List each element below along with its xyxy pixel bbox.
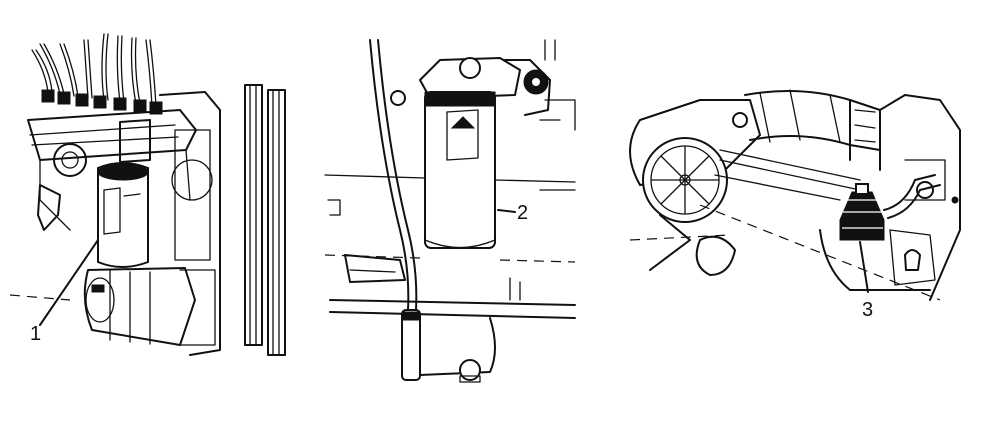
- panel-2-dipstick-tube: [369, 39, 421, 381]
- callout-3: 3: [862, 299, 873, 321]
- panel-1-injection-pump: [27, 109, 197, 231]
- panel-3-engine-block: [629, 94, 961, 301]
- panel-3-breather-view: 3: [629, 89, 961, 321]
- panel-3-turbocharger: [629, 99, 761, 223]
- panel-1-alternator: [83, 267, 196, 346]
- panel-1-engine-block: [159, 84, 286, 356]
- callout-1: 1: [30, 323, 41, 345]
- panel-1-injector-pipes: [31, 33, 163, 115]
- callout-2: 2: [517, 202, 528, 224]
- panel-3-leader-line: [859, 241, 869, 293]
- panel-1-fuel-filter-view: 1: [9, 33, 286, 356]
- panel-2-engine-block: [324, 39, 576, 383]
- panel-3-air-hose: [744, 89, 881, 171]
- panel-1-leader-line: [39, 239, 99, 326]
- panel-3-breather-filter: [839, 174, 941, 241]
- panel-2-leader-line: [497, 209, 516, 213]
- panel-1-fuel-filter: [97, 119, 151, 268]
- panel-2-oil-filter-view: 2: [324, 39, 576, 383]
- panel-2-filter-head: [390, 57, 576, 131]
- panel-2-oil-filter: [424, 91, 496, 249]
